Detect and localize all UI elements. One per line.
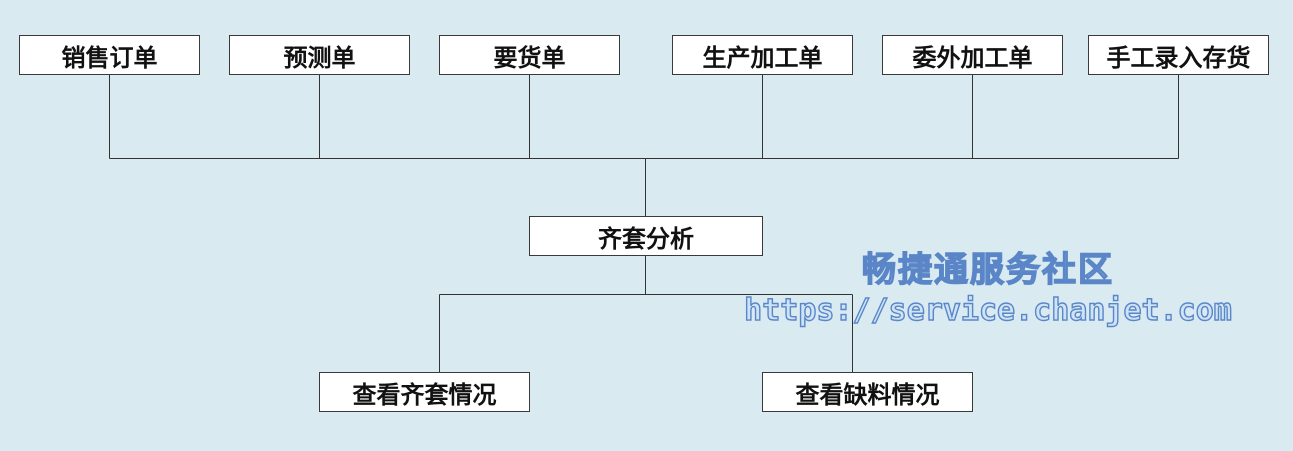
output-label: 查看齐套情况	[352, 380, 497, 409]
center-box-kit-analysis: 齐套分析	[529, 216, 763, 256]
source-label: 委外加工单	[912, 43, 1033, 72]
source-box-outsource-order: 委外加工单	[882, 35, 1063, 75]
output-box-view-kit-status: 查看齐套情况	[319, 372, 530, 412]
source-box-manual-inventory: 手工录入存货	[1088, 35, 1269, 75]
source-box-requisition: 要货单	[439, 35, 620, 75]
output-label: 查看缺料情况	[795, 380, 940, 409]
source-label: 手工录入存货	[1106, 43, 1251, 72]
source-label: 生产加工单	[702, 43, 823, 72]
source-label: 销售订单	[61, 43, 158, 72]
source-label: 要货单	[493, 43, 566, 72]
source-box-forecast-order: 预测单	[229, 35, 410, 75]
output-box-view-shortage-status: 查看缺料情况	[762, 372, 973, 412]
source-box-sales-order: 销售订单	[19, 35, 200, 75]
center-label: 齐套分析	[598, 224, 694, 253]
source-label: 预测单	[283, 43, 356, 72]
source-box-production-order: 生产加工单	[672, 35, 853, 75]
